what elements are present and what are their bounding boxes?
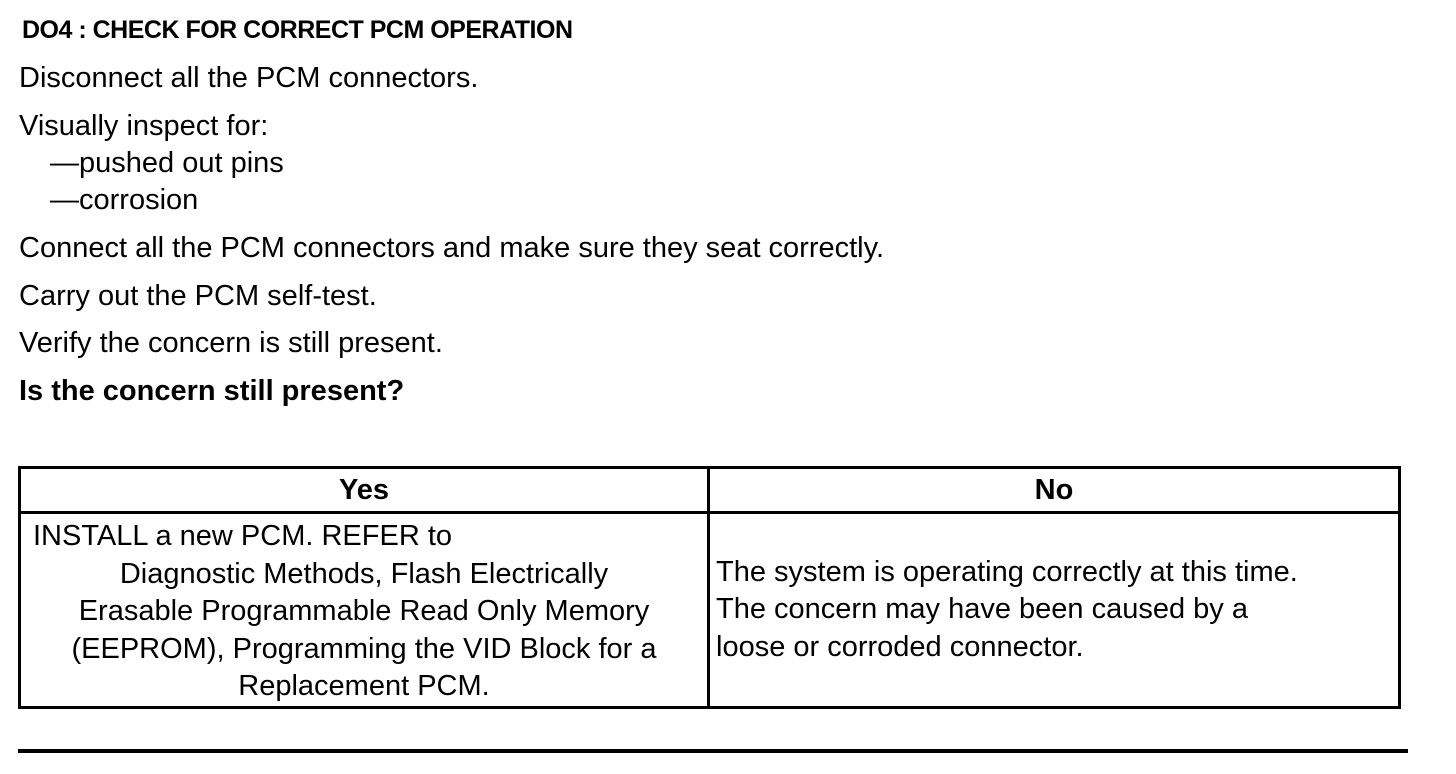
table-header-row: Yes No [18, 466, 1401, 514]
yes-line: Replacement PCM. [238, 670, 490, 702]
yes-line: Diagnostic Methods, Flash Electrically [119, 557, 609, 590]
yes-line: Erasable Programmable Read Only Memory [78, 595, 650, 627]
no-line: The concern may have been caused by a [716, 593, 1248, 625]
step-verify: Verify the concern is still present. [19, 327, 443, 359]
step-selftest: Carry out the PCM self-test. [19, 280, 377, 312]
question: Is the concern still present? [19, 375, 405, 407]
yes-line: INSTALL a new PCM. REFER to [33, 520, 453, 552]
no-cell: The system is operating correctly at thi… [707, 511, 1401, 709]
step-connect: Connect all the PCM connectors and make … [19, 232, 885, 264]
table-row: INSTALL a new PCM. REFER to Diagnostic M… [18, 511, 1401, 709]
step-inspect: Visually inspect for: [19, 110, 269, 142]
no-line: The system is operating correctly at thi… [716, 555, 1298, 588]
yes-cell: INSTALL a new PCM. REFER to Diagnostic M… [18, 511, 710, 709]
header-yes: Yes [18, 466, 710, 514]
no-line: loose or corroded connector. [716, 630, 1084, 663]
section-heading: DO4 : CHECK FOR CORRECT PCM OPERATION [22, 16, 573, 44]
yes-line: (EEPROM), Programming the VID Block for … [71, 632, 657, 665]
result-table: Yes No INSTALL a new PCM. REFER to Diagn… [18, 466, 1401, 709]
step-disconnect: Disconnect all the PCM connectors. [19, 62, 479, 94]
inspect-item-pins: —pushed out pins [50, 147, 284, 179]
header-no: No [707, 466, 1401, 514]
bottom-divider [18, 749, 1408, 753]
inspect-item-corrosion: —corrosion [50, 184, 199, 216]
